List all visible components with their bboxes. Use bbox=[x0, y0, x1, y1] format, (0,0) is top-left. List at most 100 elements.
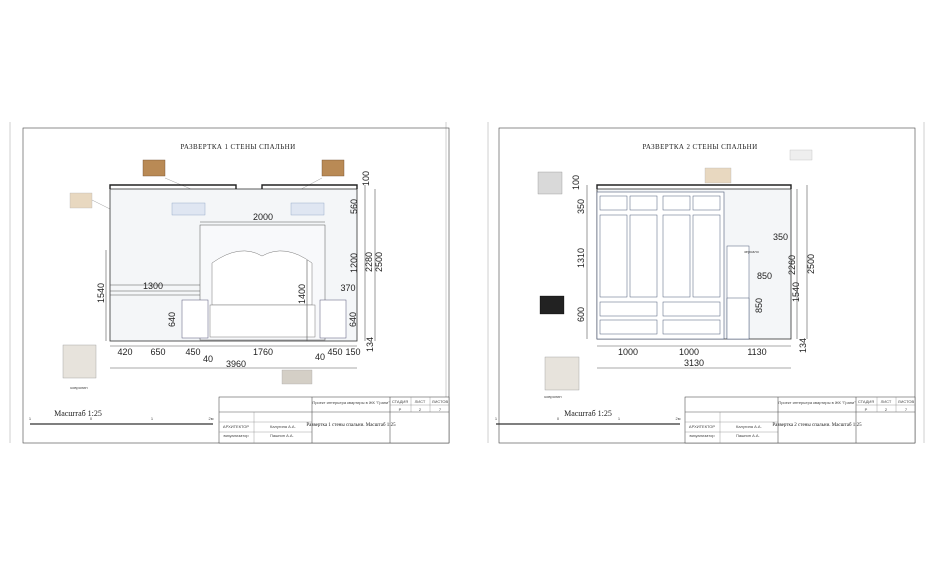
dim-1300: 1300 bbox=[143, 281, 163, 291]
sheet-1: РАЗВЕРТКА 1 СТЕНЫ СПАЛЬНИ 2000 560 100 bbox=[9, 122, 450, 444]
scale-tick: 0 bbox=[557, 416, 560, 421]
stamp-sheets-header: ЛИСТОВ bbox=[432, 399, 449, 404]
dim-2280: 2280 bbox=[364, 252, 374, 272]
stamp-project: Проект интерьера квартиры в ЖК "Грани" bbox=[312, 400, 390, 405]
stamp-name-visualizer: Пашнин А.А. bbox=[736, 433, 760, 438]
dim-3130: 3130 bbox=[684, 358, 704, 368]
dim-640-right: 640 bbox=[348, 312, 358, 327]
sheet-2-title: РАЗВЕРТКА 2 СТЕНЫ СПАЛЬНИ bbox=[642, 143, 757, 151]
dim-450-left: 450 bbox=[185, 347, 200, 357]
stamp-sheet-header: ЛИСТ bbox=[415, 399, 426, 404]
dim-1540: 1540 bbox=[791, 282, 801, 302]
nightstand-right bbox=[319, 299, 347, 339]
sheet-1-scale-label: Масштаб 1:25 bbox=[54, 409, 102, 418]
dim-1400: 1400 bbox=[297, 284, 307, 304]
dim-640-left: 640 bbox=[167, 312, 177, 327]
stamp-role-visualizer: визуализатор bbox=[223, 433, 249, 438]
stamp-stage: Р bbox=[865, 407, 868, 412]
stamp-sheets: 7 bbox=[439, 407, 442, 412]
vent-grille-right bbox=[290, 202, 325, 216]
vent-grille-left bbox=[171, 202, 206, 216]
stamp-sheet-name: Развертка 1 стены спальни. Масштаб 1:25 bbox=[306, 423, 396, 428]
stamp-sheet: 2 bbox=[419, 407, 422, 412]
carpet-label: ковролин bbox=[544, 394, 561, 399]
stamp-sheet-name: Развертка 2 стены спальни. Масштаб 1:25 bbox=[772, 423, 862, 428]
stamp-stage-header: СТАДИЯ bbox=[392, 399, 408, 404]
headboard bbox=[211, 250, 313, 306]
stamp-sheet-header: ЛИСТ bbox=[881, 399, 892, 404]
bed-photo bbox=[281, 369, 313, 385]
stamp-sheet: 2 bbox=[885, 407, 888, 412]
dim-420: 420 bbox=[117, 347, 132, 357]
dim-370: 370 bbox=[340, 283, 355, 293]
stamp-name-architect: Калугина А.А. bbox=[270, 424, 296, 429]
dim-1130: 1130 bbox=[747, 347, 766, 357]
stamp-sheets: 7 bbox=[905, 407, 908, 412]
mirror-label: зеркало bbox=[744, 249, 760, 254]
bed bbox=[209, 304, 316, 338]
shelf-sample bbox=[789, 149, 813, 161]
stamp-sheets-header: ЛИСТОВ bbox=[898, 399, 915, 404]
sheet-2-scale-label: Масштаб 1:25 bbox=[564, 409, 612, 418]
dim-2260: 2260 bbox=[787, 255, 797, 275]
dim-350-top: 350 bbox=[576, 199, 586, 214]
dim-134: 134 bbox=[798, 338, 808, 353]
wardrobe-doors bbox=[599, 195, 721, 335]
stamp-role-architect: АРХИТЕКТОР bbox=[223, 424, 250, 429]
sheet-2-title-block: Проект интерьера квартиры в ЖК "Грани" Р… bbox=[684, 396, 916, 444]
sheet-1-title: РАЗВЕРТКА 1 СТЕНЫ СПАЛЬНИ bbox=[180, 143, 295, 151]
stamp-role-architect: АРХИТЕКТОР bbox=[689, 424, 716, 429]
dim-3960: 3960 bbox=[226, 359, 246, 369]
dim-850-v: 850 bbox=[754, 298, 764, 313]
scale-tick: 1 bbox=[151, 416, 154, 421]
stamp-stage: Р bbox=[399, 407, 402, 412]
stamp-name-visualizer: Пашнин А.А. bbox=[270, 433, 294, 438]
scale-tick: 2м bbox=[676, 416, 681, 421]
dressing-drawers bbox=[726, 297, 750, 340]
lamp-sample bbox=[537, 171, 563, 195]
stamp-role-visualizer: визуализатор bbox=[689, 433, 715, 438]
carpet-sample bbox=[62, 344, 97, 379]
stamp-name-architect: Калугина А.А. bbox=[736, 424, 762, 429]
sconce-sample-right bbox=[321, 159, 345, 177]
dim-560: 560 bbox=[349, 199, 359, 214]
dim-100: 100 bbox=[361, 171, 371, 186]
dim-1000-right: 1000 bbox=[679, 347, 699, 357]
scale-tick: 0 bbox=[90, 416, 93, 421]
dim-450-right: 450 bbox=[327, 347, 342, 357]
stamp-project: Проект интерьера квартиры в ЖК "Грани" bbox=[778, 400, 856, 405]
wallpaper-sample bbox=[704, 167, 732, 184]
dim-134: 134 bbox=[365, 337, 375, 352]
dim-1760: 1760 bbox=[253, 347, 273, 357]
dim-40-right: 40 bbox=[315, 352, 325, 362]
dim-2500: 2500 bbox=[374, 252, 384, 272]
scale-tick: 1 bbox=[29, 416, 32, 421]
sconce-sample-left bbox=[142, 159, 166, 177]
dim-2500: 2500 bbox=[806, 254, 816, 274]
tv-sample bbox=[539, 295, 565, 315]
dim-1310: 1310 bbox=[576, 248, 586, 268]
scale-tick: 1 bbox=[618, 416, 621, 421]
dim-1000-left: 1000 bbox=[618, 347, 638, 357]
dim-600: 600 bbox=[576, 307, 586, 322]
sheet-1-title-block: Проект интерьера квартиры в ЖК "Грани" Р… bbox=[218, 396, 450, 444]
dim-1540: 1540 bbox=[96, 283, 106, 303]
dim-40-left: 40 bbox=[203, 354, 213, 364]
carpet-label: ковролин bbox=[70, 385, 87, 390]
dim-100: 100 bbox=[571, 175, 581, 190]
dim-650: 650 bbox=[150, 347, 165, 357]
wardrobe bbox=[596, 191, 725, 340]
scale-tick: 1 bbox=[495, 416, 498, 421]
nightstand-left bbox=[181, 299, 209, 339]
dim-850-h: 850 bbox=[757, 271, 772, 281]
dim-2000: 2000 bbox=[253, 212, 273, 222]
stamp-stage-header: СТАДИЯ bbox=[858, 399, 874, 404]
wallpaper-sample bbox=[69, 192, 93, 209]
carpet-sample bbox=[544, 356, 580, 391]
dim-1200: 1200 bbox=[349, 253, 359, 273]
dim-150: 150 bbox=[345, 347, 360, 357]
sheet-2: РАЗВЕРТКА 2 СТЕНЫ СПАЛЬНИ зеркало 100 35… bbox=[487, 122, 925, 444]
dim-350-right: 350 bbox=[773, 232, 788, 242]
scale-tick: 2м bbox=[209, 416, 214, 421]
